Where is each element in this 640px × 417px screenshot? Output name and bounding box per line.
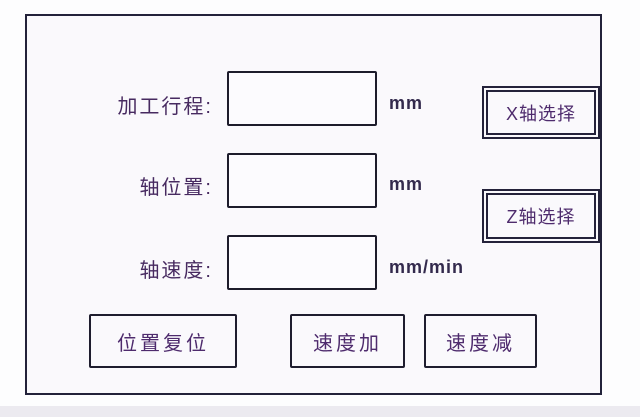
unit-label-mm-stroke: mm [389, 93, 424, 113]
x-axis-select-button-label: X轴选择 [486, 90, 596, 135]
position-reset-button[interactable]: 位置复位 [89, 314, 237, 368]
panel-frame: 加工行程: mm 轴位置: mm 轴速度: mm/min X轴选择 Z轴选择 位… [25, 14, 602, 395]
label-axis-speed: 轴速度: [139, 260, 213, 282]
unit-label-mm-min-speed: mm/min [389, 257, 465, 277]
z-axis-select-button-label: Z轴选择 [486, 193, 596, 239]
unit-label-mm-position: mm [389, 174, 424, 194]
axis-speed-input[interactable] [227, 235, 377, 290]
label-axis-position: 轴位置: [139, 177, 213, 199]
speed-increase-button[interactable]: 速度加 [290, 314, 405, 368]
speed-decrease-button[interactable]: 速度减 [424, 314, 537, 368]
bottom-strip-decoration [0, 406, 640, 417]
label-machining-stroke: 加工行程: [117, 96, 213, 118]
axis-position-input[interactable] [227, 153, 377, 208]
machining-stroke-input[interactable] [227, 71, 377, 126]
x-axis-select-button[interactable]: X轴选择 [482, 86, 600, 139]
z-axis-select-button[interactable]: Z轴选择 [482, 189, 600, 243]
